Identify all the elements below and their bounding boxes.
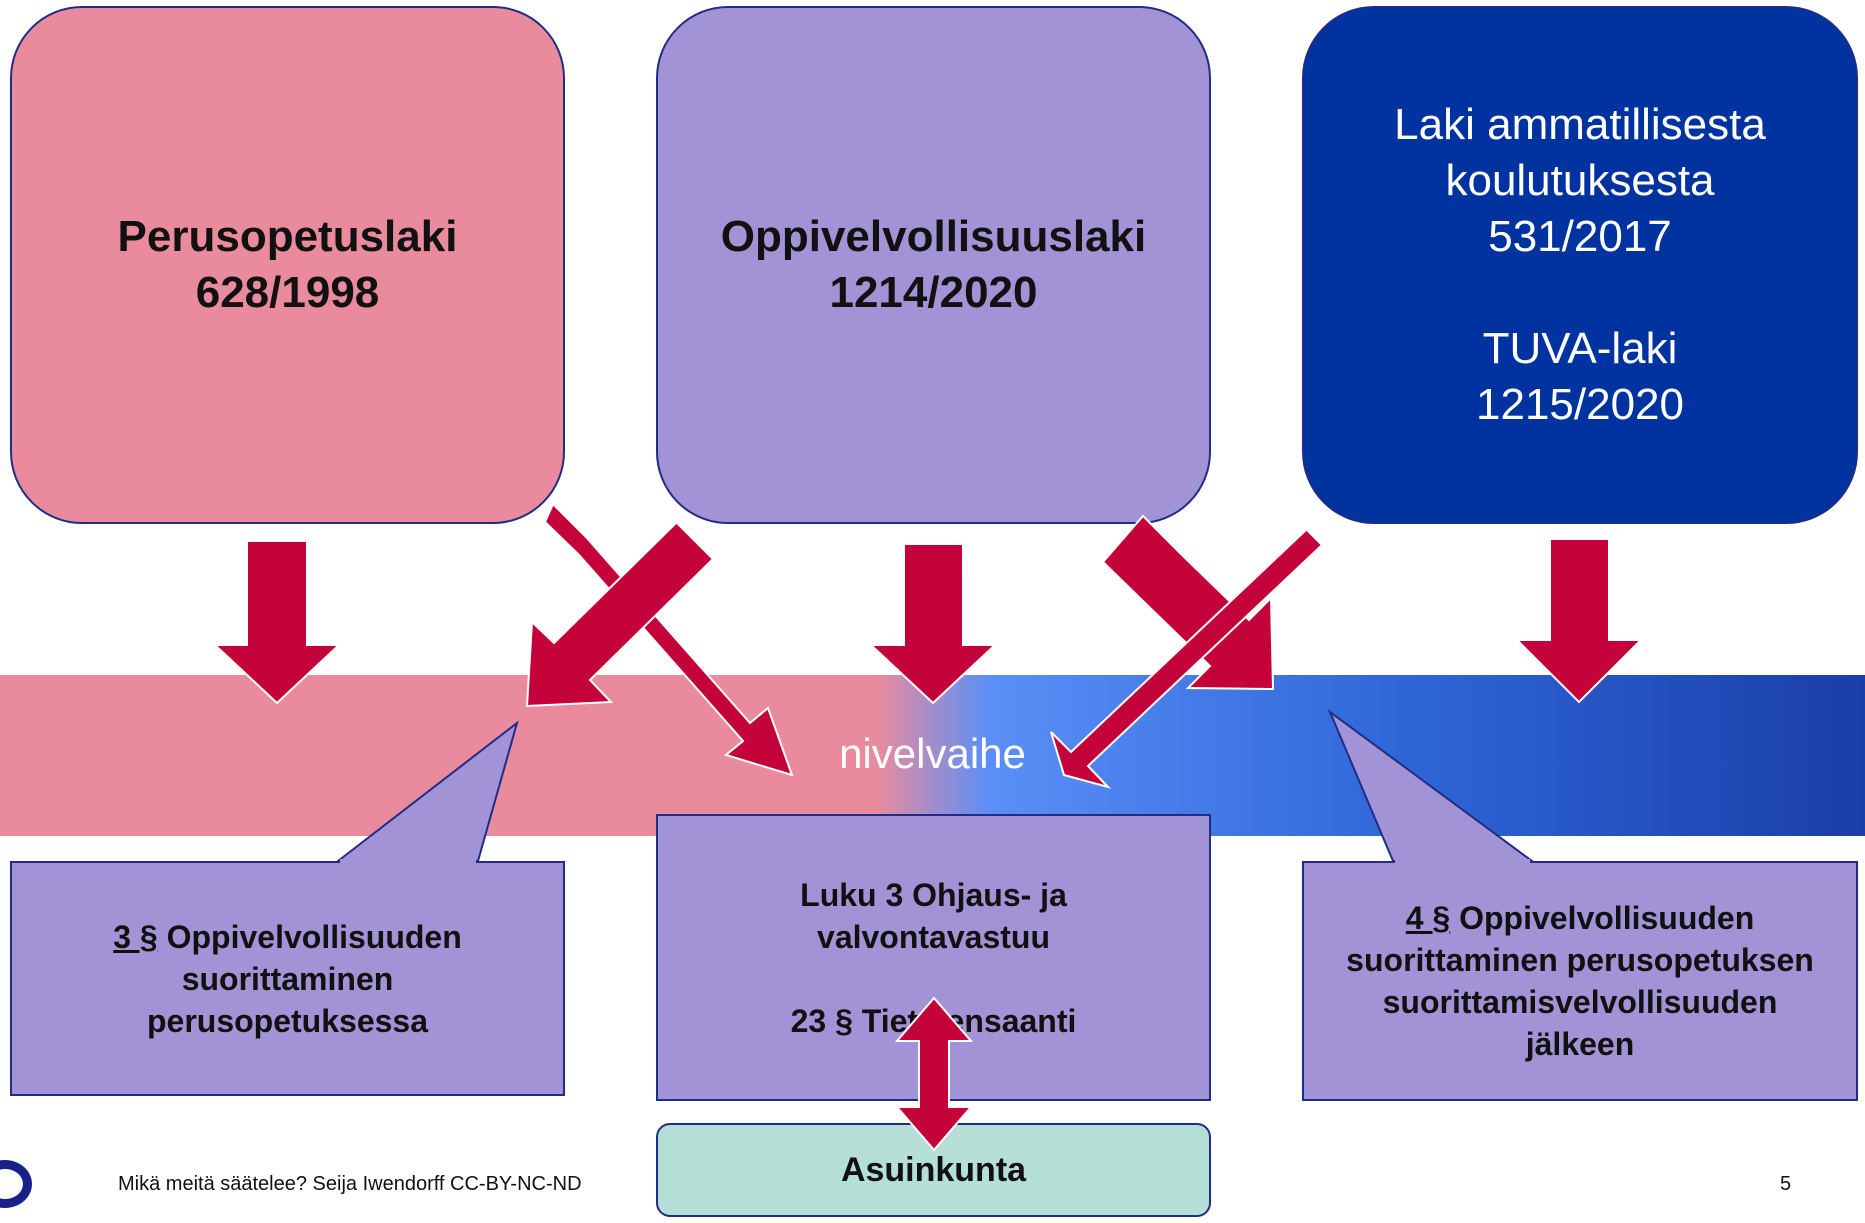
callout-text: Luku 3 Ohjaus- ja	[800, 876, 1067, 913]
callout-text: Oppivelvollisuuden	[157, 918, 462, 955]
tuva-number: 1215/2020	[1476, 380, 1684, 429]
callout-right: 4 § Oppivelvollisuuden suorittaminen per…	[1302, 861, 1858, 1101]
box-title: Oppivelvollisuuslaki	[720, 212, 1147, 261]
oppivelvollisuuslaki-box: Oppivelvollisuuslaki 1214/2020	[656, 6, 1211, 524]
ammatillinen-koulutus-box: Laki ammatillisesta koulutuksesta 531/20…	[1302, 6, 1858, 524]
callout-text: suorittamisvelvollisuuden	[1382, 984, 1778, 1020]
diagonal-arrow-1	[543, 502, 794, 777]
diagonal-arrow-4	[1050, 502, 1324, 789]
perusopetuslaki-box: Perusopetuslaki 628/1998	[10, 6, 565, 524]
callout-right-pointer	[1327, 709, 1536, 862]
diagonal-arrow-2	[525, 517, 715, 708]
callout-text: valvontavastuu	[817, 918, 1050, 955]
section-number: 4 §	[1405, 900, 1451, 936]
box-number: 628/1998	[195, 268, 380, 317]
nivelvaihe-label: nivelvaihe	[839, 730, 1026, 777]
asuinkunta-label: Asuinkunta	[840, 1150, 1027, 1189]
down-arrow-center	[868, 543, 998, 705]
diagonal-arrow-3	[1101, 514, 1275, 691]
callout-left-pointer	[335, 720, 519, 862]
footer-text: Mikä meitä säätelee? Seija Iwendorff CC-…	[118, 1173, 582, 1195]
box-title-cont: koulutuksesta	[1445, 156, 1715, 205]
tuva-title: TUVA-laki	[1482, 324, 1678, 373]
down-arrow-left	[212, 540, 342, 705]
double-arrow	[894, 996, 974, 1152]
page-number: 5	[1780, 1173, 1792, 1195]
box-number: 1214/2020	[829, 268, 1038, 317]
down-arrow-right	[1514, 538, 1644, 704]
callout-left: 3 § Oppivelvollisuuden suorittaminen per…	[10, 861, 565, 1096]
callout-text: jälkeen	[1525, 1026, 1635, 1062]
box-title: Perusopetuslaki	[117, 212, 458, 261]
callout-text: perusopetuksessa	[146, 1002, 428, 1039]
callout-text: suorittaminen	[181, 960, 394, 997]
box-title: Laki ammatillisesta	[1394, 100, 1766, 149]
callout-text: suorittaminen perusopetuksen	[1346, 942, 1814, 978]
callout-text: Oppivelvollisuuden	[1450, 900, 1755, 936]
logo-icon	[0, 1160, 32, 1208]
box-number: 531/2017	[1488, 212, 1672, 261]
section-number: 3 §	[113, 918, 158, 955]
